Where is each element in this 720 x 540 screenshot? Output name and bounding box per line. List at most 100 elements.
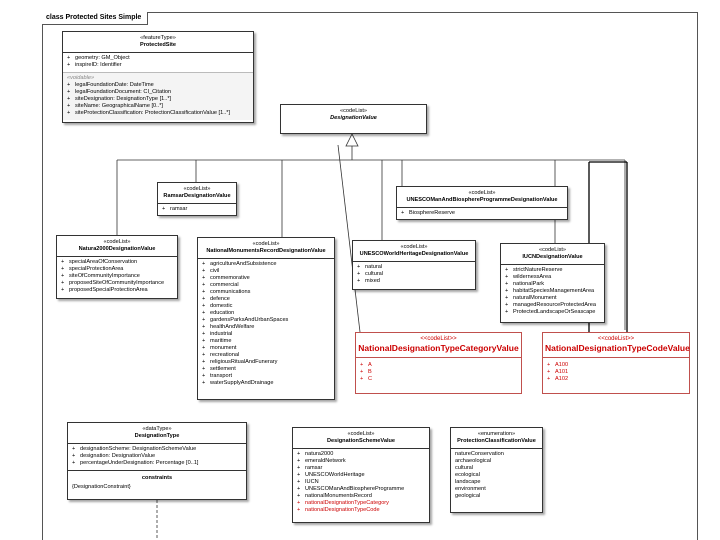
generalization-arrowhead — [345, 133, 359, 147]
value-row: +domestic — [202, 303, 233, 309]
attribute-row: +siteDesignation: DesignationType [1..*] — [67, 96, 172, 102]
designation-type-class[interactable]: «dataType» DesignationType +designationS… — [67, 422, 247, 500]
value-row: +commemorative — [202, 275, 250, 281]
designation-value-class[interactable]: «codeList» DesignationValue — [280, 104, 427, 134]
voidable-label: «voidable» — [67, 75, 95, 81]
value-row: +proposedSiteOfCommunityImportance — [61, 280, 165, 286]
national-designation-category-class[interactable]: <<codeList>> NationalDesignationTypeCate… — [355, 332, 522, 394]
value-row: +UNESCOWorldHeritage — [297, 472, 365, 478]
designation-scheme-class[interactable]: «codeList» DesignationSchemeValue +natur… — [292, 427, 430, 523]
unesco-mab-designation-class[interactable]: «codeList» UNESCOManAndBiosphereProgramm… — [396, 186, 568, 220]
value-row: +transport — [202, 373, 233, 379]
constraints-label: constraints — [141, 475, 173, 481]
constraint-row: {DesignationConstraint} — [72, 484, 131, 490]
value-row: +IUCN — [297, 479, 319, 485]
value-row: +settlement — [202, 366, 236, 372]
class-name: ProtectionClassificationValue — [457, 438, 536, 444]
value-row: cultural — [455, 465, 474, 471]
value-row: +natura2000 — [297, 451, 334, 457]
class-name: NationalDesignationTypeCategoryValue — [358, 343, 519, 353]
value-row: +wildernessArea — [505, 274, 552, 280]
value-row: +nationalMonumentsRecord — [297, 493, 372, 499]
stereotype-label: «codeList» — [468, 190, 496, 196]
stereotype-label: «featureType» — [140, 35, 176, 41]
value-row: +recreational — [202, 352, 240, 358]
value-row: +specialProtectionArea — [61, 266, 124, 272]
attribute-row: +siteProtectionClassification: Protectio… — [67, 110, 231, 116]
attribute-row: +inspireID: Identifier — [67, 62, 122, 68]
attribute-row: +geometry: GM_Object — [67, 55, 130, 61]
value-row: +A101 — [547, 369, 569, 375]
protected-site-class[interactable]: «featureType» ProtectedSite +geometry: G… — [62, 31, 254, 123]
link-nat-category — [337, 144, 361, 333]
value-row: +managedResourceProtectedArea — [505, 302, 597, 308]
national-monuments-designation-class[interactable]: «codeList» NationalMonumentsRecordDesign… — [197, 237, 335, 400]
class-name: ProtectedSite — [139, 42, 177, 48]
value-row: +C — [360, 376, 373, 382]
value-row: +communications — [202, 289, 251, 295]
value-row: +strictNatureReserve — [505, 267, 563, 273]
value-row: +A — [360, 362, 372, 368]
value-row: +mixed — [357, 278, 380, 284]
stereotype-label: «codeList» — [400, 244, 428, 250]
attribute-row: +siteName: GeographicalName [0..*] — [67, 103, 163, 109]
value-row: +education — [202, 310, 235, 316]
class-name: DesignationValue — [330, 115, 377, 121]
national-designation-code-class[interactable]: <<codeList>> NationalDesignationTypeCode… — [542, 332, 690, 394]
value-row: +natural — [357, 264, 383, 270]
class-name: UNESCOWorldHeritageDesignationValue — [359, 251, 469, 257]
value-row: +gardensParksAndUrbanSpaces — [202, 317, 289, 323]
ramsar-designation-class[interactable]: «codeList» RamsarDesignationValue +ramsa… — [157, 182, 237, 216]
value-row: +B — [360, 369, 372, 375]
natura2000-designation-class[interactable]: «codeList» Natura2000DesignationValue +s… — [56, 235, 178, 299]
iucn-designation-class[interactable]: «codeList» IUCNDesignationValue +strictN… — [500, 243, 605, 323]
stereotype-label: «enumeration» — [477, 431, 516, 437]
class-name: DesignationType — [134, 433, 180, 439]
class-name: DesignationSchemeValue — [326, 438, 396, 444]
attribute-row: +percentageUnderDesignation: Percentage … — [72, 460, 199, 466]
value-row: +emeraldNetwork — [297, 458, 346, 464]
value-row: landscape — [455, 479, 481, 485]
value-row: +agricultureAndSubsistence — [202, 261, 277, 267]
value-row: +cultural — [357, 271, 384, 277]
unesco-whs-designation-class[interactable]: «codeList» UNESCOWorldHeritageDesignatio… — [352, 240, 476, 290]
value-row: +religiousRitualAndFunerary — [202, 359, 278, 365]
attribute-row: +legalFoundationDate: DateTime — [67, 82, 154, 88]
value-row-added: +nationalDesignationTypeCategory — [297, 500, 389, 506]
class-name: RamsarDesignationValue — [163, 193, 231, 199]
value-row: +UNESCOManAndBiosphereProgramme — [297, 486, 405, 492]
value-row-added: +nationalDesignationTypeCode — [297, 507, 380, 513]
value-row: +industrial — [202, 331, 233, 337]
value-row: +specialAreaOfConservation — [61, 259, 138, 265]
diagram-frame — [42, 12, 698, 540]
value-row: +waterSupplyAndDrainage — [202, 380, 274, 386]
protection-classification-class[interactable]: «enumeration» ProtectionClassificationVa… — [450, 427, 543, 513]
value-row: +ramsar — [162, 206, 188, 212]
stereotype-label: <<codeList>> — [420, 336, 457, 342]
diagram-title: class Protected Sites Simple — [42, 12, 149, 25]
class-name: Natura2000DesignationValue — [78, 246, 156, 252]
value-row: archaeological — [455, 458, 492, 464]
value-row: +civil — [202, 268, 220, 274]
class-name: NationalDesignationTypeCodeValue — [545, 343, 690, 353]
class-name: IUCNDesignationValue — [522, 254, 583, 260]
stereotype-label: «codeList» — [347, 431, 375, 437]
value-row: +ProtectedLandscapeOrSeascape — [505, 309, 596, 315]
stereotype-label: «codeList» — [538, 247, 567, 253]
value-row: geological — [455, 493, 481, 499]
value-row: +healthAndWelfare — [202, 324, 255, 330]
value-row: +A100 — [547, 362, 569, 368]
value-row: +nationalPark — [505, 281, 545, 287]
stereotype-label: «codeList» — [339, 108, 368, 114]
stereotype-label: «codeList» — [183, 186, 211, 192]
stereotype-label: «dataType» — [142, 426, 172, 432]
class-name: NationalMonumentsRecordDesignationValue — [206, 248, 326, 254]
value-row: +defence — [202, 296, 230, 302]
value-row: natureConservation — [455, 451, 504, 457]
value-row: +maritime — [202, 338, 232, 344]
value-row: +habitatSpeciesManagementArea — [505, 288, 595, 294]
value-row: +monument — [202, 345, 237, 351]
stereotype-label: «codeList» — [252, 241, 280, 247]
value-row: environment — [455, 486, 486, 492]
value-row: ecological — [455, 472, 480, 478]
